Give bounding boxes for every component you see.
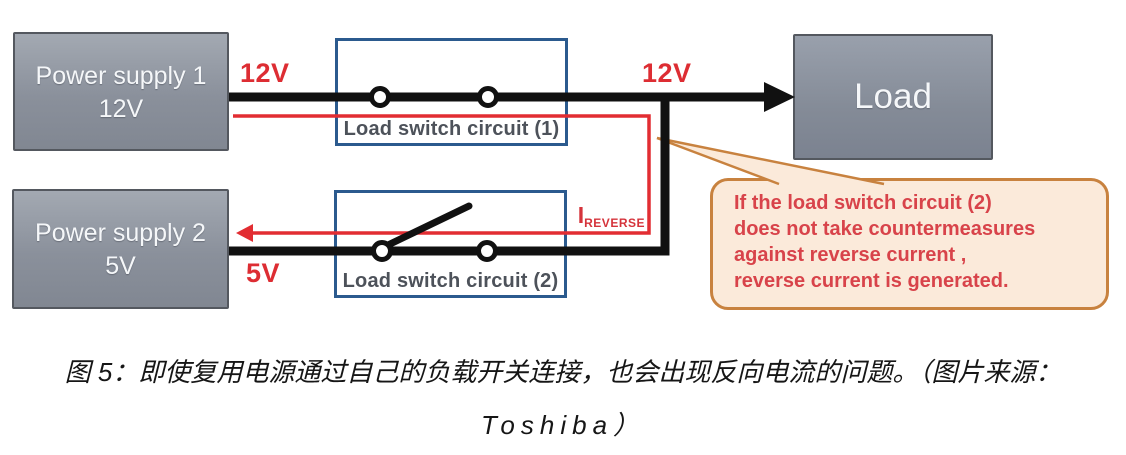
figure-caption-line2: Toshiba） xyxy=(480,410,646,440)
power-supply-1-voltage: 12V xyxy=(98,94,144,123)
reverse-current-label: IREVERSE xyxy=(552,202,645,230)
load-switch-circuit-1-box: Load switch circuit (1) xyxy=(335,38,568,146)
load-box: Load xyxy=(793,34,993,160)
power-supply-1-box: Power supply 1 12V xyxy=(13,32,229,151)
load-switch-circuit-2-label: Load switch circuit (2) xyxy=(342,270,559,292)
reverse-current-subscript: REVERSE xyxy=(584,216,645,230)
load-switch-circuit-1-label: Load switch circuit (1) xyxy=(343,118,560,140)
callout-line: If the load switch circuit (2) xyxy=(734,192,992,214)
reverse-current-arrowhead-icon xyxy=(236,224,253,242)
load-switch-circuit-2-box: Load switch circuit (2) xyxy=(334,190,567,298)
reverse-current-symbol: I xyxy=(577,202,585,228)
supply2-voltage-label: 5V xyxy=(246,258,281,288)
load-label: Load xyxy=(854,77,932,116)
callout-line: against reverse current , xyxy=(734,244,967,266)
supply1-voltage-label: 12V xyxy=(240,58,290,88)
figure-caption-line1: 图 5：即使复用电源通过自己的负载开关连接，也会出现反向电流的问题。（图片来源： xyxy=(64,357,1062,387)
power-supply-2-box: Power supply 2 5V xyxy=(12,189,229,309)
reverse-current-callout: If the load switch circuit (2) does not … xyxy=(710,178,1109,310)
power-supply-1-label: Power supply 1 xyxy=(35,61,207,90)
callout-line: does not take countermeasures xyxy=(734,218,1036,240)
callout-line: reverse current is generated. xyxy=(734,270,1009,292)
power-supply-2-label: Power supply 2 xyxy=(35,219,206,247)
power-supply-2-voltage: 5V xyxy=(105,252,136,280)
load-arrowhead-icon xyxy=(764,82,795,112)
bus-voltage-label: 12V xyxy=(642,58,692,88)
